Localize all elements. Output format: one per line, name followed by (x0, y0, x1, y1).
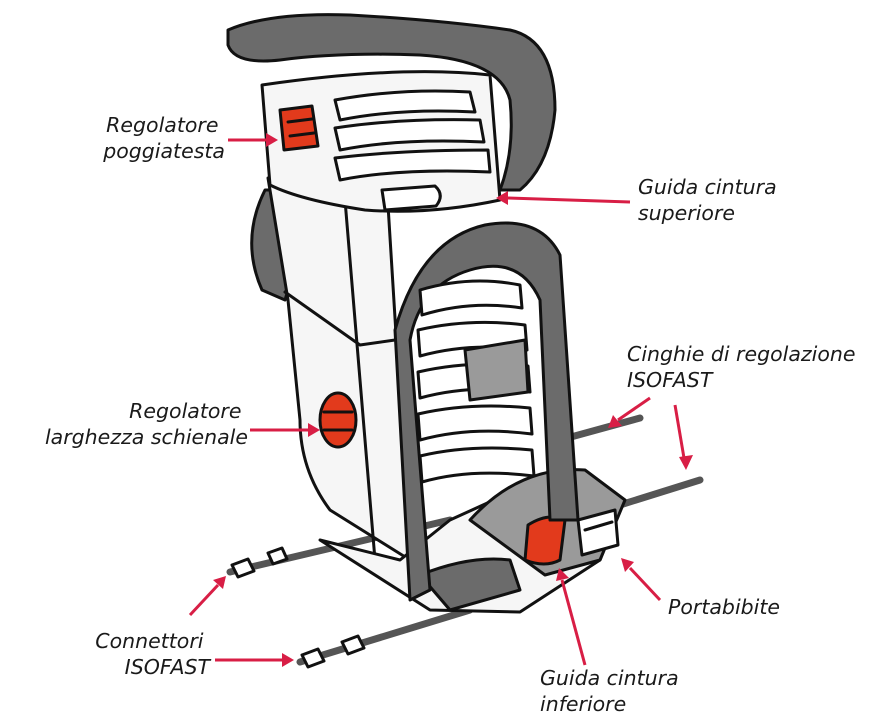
label-headrest-adjuster: Regolatore poggiatesta (102, 113, 225, 163)
label-upper-belt-guide: Guida cintura superiore (638, 175, 783, 225)
arrow-upper-belt-guide (496, 191, 630, 205)
arrow-isofast-connector-left (190, 576, 226, 615)
upper-belt-guide (382, 186, 440, 210)
label-isofast-straps: Cinghie di regolazione ISOFAST (627, 342, 862, 392)
backrest-ribs (418, 281, 534, 482)
headrest-adjuster (280, 106, 318, 150)
label-lower-belt-guide: Guida cintura inferiore (540, 666, 685, 716)
headrest-ribs (335, 91, 490, 180)
arrow-backrest-width (250, 423, 320, 437)
arrow-isofast-strap-2 (675, 405, 693, 470)
label-cup-holder: Portabibite (668, 595, 780, 619)
label-isofast-connectors: Connettori ISOFAST (95, 629, 211, 679)
backrest-shell (268, 178, 410, 560)
backrest-width-adjuster (320, 393, 356, 447)
label-backrest-width-adjuster: Regolatore larghezza schienale (45, 399, 248, 449)
arrow-isofast-connector-right (215, 653, 294, 667)
lower-belt-guide (525, 517, 565, 564)
arrow-cup-holder (621, 558, 660, 600)
